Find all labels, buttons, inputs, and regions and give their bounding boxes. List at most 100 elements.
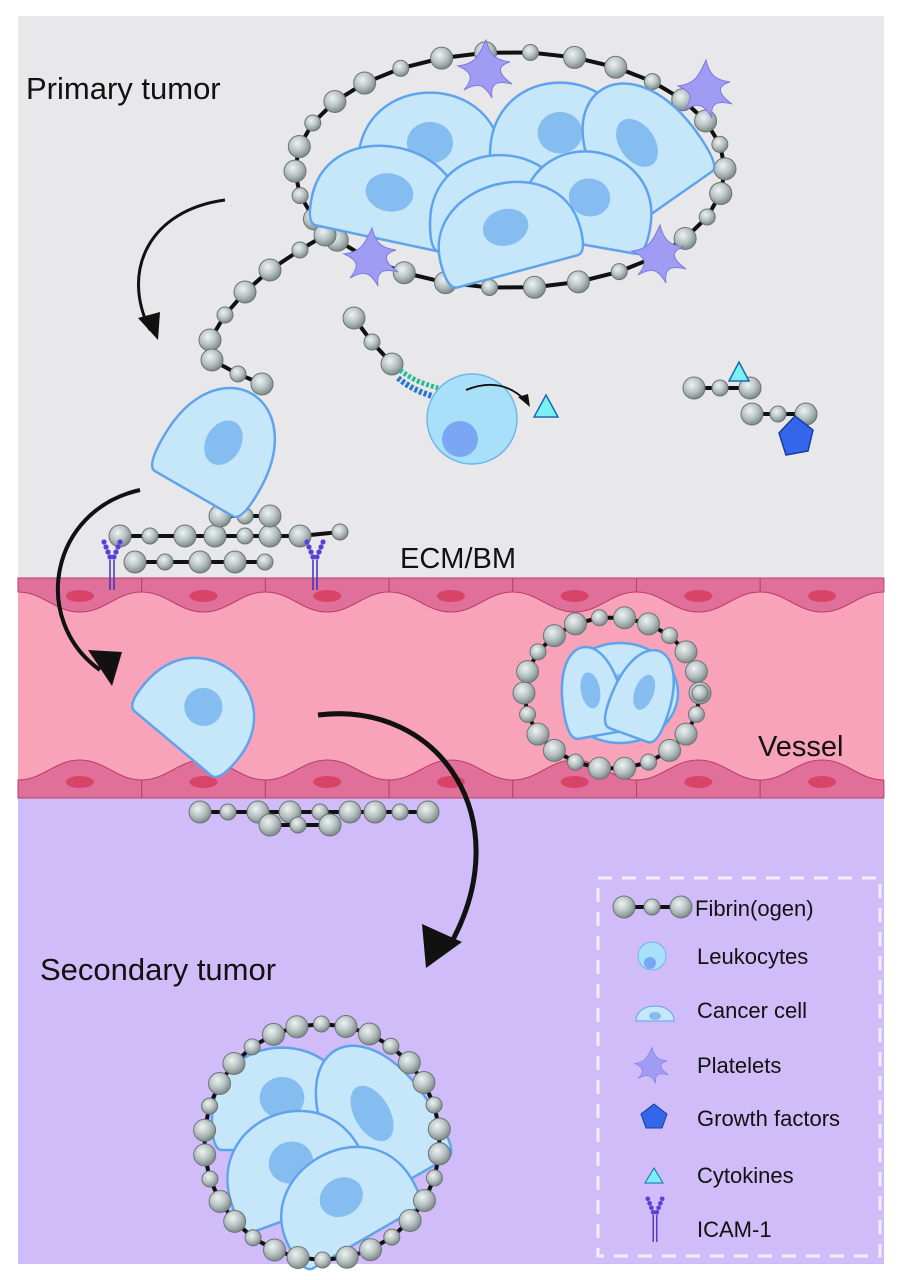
legend-label-icam: ICAM-1 (697, 1217, 772, 1242)
endothelium-top (17, 577, 885, 613)
secondary-site-region (18, 796, 884, 1264)
fibrin-bead (250, 372, 274, 396)
icam-domain (659, 1196, 665, 1202)
cancer-cell-nucleus (184, 687, 223, 726)
fibrin-bead (289, 816, 307, 834)
fibrin-bead (263, 1238, 287, 1262)
fibrin-bead (219, 803, 237, 821)
fibrin-bead (261, 1022, 285, 1046)
icam-domain (650, 1209, 656, 1215)
fibrin-bead (208, 1189, 232, 1213)
fibrin-bead (141, 527, 159, 545)
fibrin-bead (382, 1037, 400, 1055)
cancer-cell (131, 656, 256, 779)
fibrin-bead (291, 241, 309, 259)
fibrin-bead (338, 800, 362, 824)
fibrin-bead (613, 606, 637, 630)
fibrin-bead (312, 1015, 330, 1033)
fibrin-bead (331, 523, 349, 541)
fibrin-bead (392, 59, 410, 77)
migration-arrows (55, 198, 479, 968)
fibrin-bead (363, 333, 381, 351)
fibrin-bead (291, 187, 309, 205)
fibrin-bead (542, 624, 566, 648)
arrow-extravasation (317, 711, 479, 947)
fibrin-bead (304, 114, 322, 132)
fibrin-bead (314, 1251, 332, 1269)
fibrin-bead (201, 1170, 219, 1188)
fibrin-bead (256, 553, 274, 571)
fibrin-bead (233, 280, 257, 304)
fibrin-bead (383, 1228, 401, 1246)
fibrin-bead (711, 135, 729, 153)
fibrin-bead (740, 402, 764, 426)
fibrin-strands (108, 41, 818, 837)
fibrin-bead (198, 328, 222, 352)
fibrin-bead (542, 738, 566, 762)
cancer-cell-nucleus (319, 1177, 363, 1218)
platelet (630, 223, 687, 284)
growth-factor-icon (640, 1103, 668, 1129)
icam-domain (645, 1196, 651, 1202)
cancer-cell (280, 1145, 422, 1271)
cancer-cell (437, 180, 585, 289)
fibrin-bead (698, 208, 716, 226)
cytokine-icon (727, 360, 751, 382)
fibrin-bead (604, 55, 628, 79)
endothelial-nucleus (436, 590, 465, 602)
fibrin-bead (258, 524, 282, 548)
icam-domain (658, 1200, 663, 1206)
fibrin-bead (673, 226, 697, 250)
fibrin-bead (612, 895, 636, 919)
fibrin-bead (287, 135, 311, 159)
icam-domain (111, 554, 117, 560)
secondary-tumor-label: Secondary tumor (40, 952, 276, 987)
fibrin-bead (334, 1014, 358, 1038)
endothelial-nucleus (313, 776, 342, 788)
cells (131, 38, 733, 1271)
legend-label-fibrin: Fibrin(ogen) (695, 896, 814, 921)
cancer-cell-nucleus (580, 672, 601, 709)
fibrin-bead (397, 1051, 421, 1075)
icam-domain (113, 549, 119, 555)
endothelial-nucleus (189, 776, 218, 788)
fibrin-bead (694, 109, 718, 133)
icam-domain (103, 544, 109, 550)
fibrin-bead (521, 44, 539, 62)
fibrin-bead (123, 550, 147, 574)
endothelial-nucleus (560, 776, 589, 788)
fibrin-bead (427, 1117, 451, 1141)
cancer-cell-nucleus (350, 1085, 394, 1142)
icam-receptor (304, 539, 326, 590)
fibrin-bead (526, 722, 550, 746)
fibrin-bead (285, 1015, 309, 1039)
cancer-cell-nucleus (482, 208, 529, 246)
fibrin-bead (425, 1096, 443, 1114)
legend: Fibrin(ogen) Leukocytes Cancer cell Plat… (596, 876, 882, 1258)
icam-domain (314, 554, 320, 560)
endothelial-nucleus (65, 776, 94, 788)
icam-domain (318, 544, 324, 550)
fibrin-bead (563, 45, 587, 69)
fibrin-bead (200, 348, 224, 372)
fibrin-bead (193, 1143, 217, 1167)
cancer-cell (603, 648, 675, 744)
platelet-body (456, 38, 513, 99)
icam-domain (310, 554, 316, 560)
fibrin-bead (430, 46, 454, 70)
fibrin-bead (613, 756, 637, 780)
cancer-cell (150, 386, 277, 519)
icam-domain (649, 1205, 654, 1211)
fibrin-bead (412, 1071, 436, 1095)
icam-domain (654, 1209, 660, 1215)
fibrin-bead (682, 376, 706, 400)
fibrin-bead (156, 553, 174, 571)
icam-domain (107, 554, 113, 560)
legend-label-platelets: Platelets (697, 1053, 781, 1078)
fibrin-bead (425, 1169, 443, 1187)
fibrin-bead (566, 753, 584, 771)
arrowhead (138, 312, 160, 340)
icam-domain (320, 539, 326, 545)
fibrin-bead (481, 278, 499, 296)
primary-tumor-label: Primary tumor (26, 71, 221, 106)
